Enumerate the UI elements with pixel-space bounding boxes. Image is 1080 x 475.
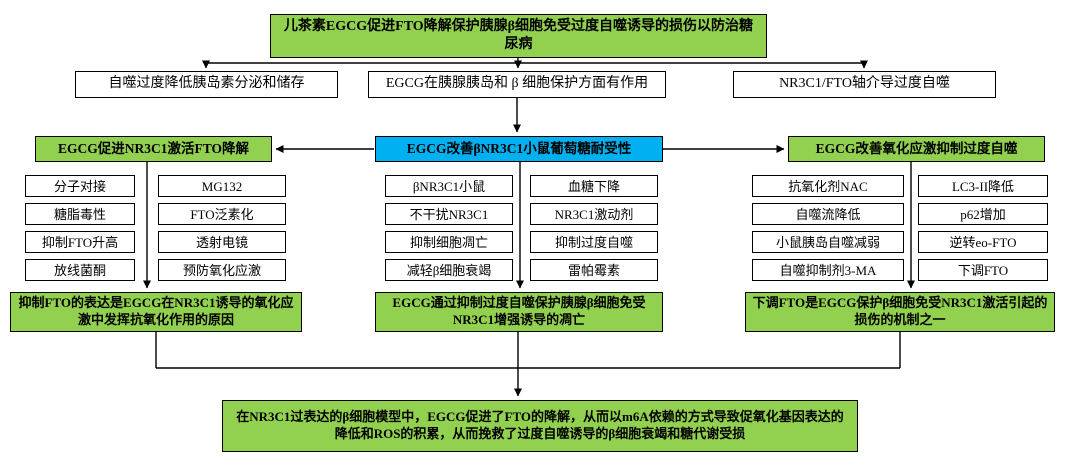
evidence-column: βNR3C1小鼠 不干扰NR3C1 抑制细胞凋亡 减轻β细胞衰竭 [385, 175, 513, 281]
premise-box-egcg-protection: EGCG在胰腺胰岛和 β 细胞保护方面有作用 [368, 71, 666, 98]
evidence-box: 雷帕霉素 [530, 259, 658, 281]
group-header-left: EGCG促进NR3C1激活FTO降解 [35, 136, 272, 162]
evidence-box: NR3C1激动剂 [530, 203, 658, 225]
evidence-box: LC3-II降低 [918, 175, 1048, 197]
evidence-box: 小鼠胰岛自噬减弱 [752, 231, 904, 253]
evidence-box: 糖脂毒性 [25, 203, 135, 225]
evidence-column: 血糖下降 NR3C1激动剂 抑制过度自噬 雷帕霉素 [530, 175, 658, 281]
evidence-box: 抑制细胞凋亡 [385, 231, 513, 253]
evidence-column: 抗氧化剂NAC 自噬流降低 小鼠胰岛自噬减弱 自噬抑制剂3-MA [752, 175, 904, 281]
evidence-column: LC3-II降低 p62增加 逆转eo-FTO 下调FTO [918, 175, 1048, 281]
evidence-box: MG132 [158, 175, 286, 197]
evidence-box: FTO泛素化 [158, 203, 286, 225]
title-box: 儿茶素EGCG促进FTO降解保护胰腺β细胞免受过度自噬诱导的损伤以防治糖尿病 [270, 14, 767, 58]
evidence-box: 放线菌酮 [25, 259, 135, 281]
conclusion-box-middle: EGCG通过抑制过度自噬保护胰腺β细胞免受NR3C1增强诱导的凋亡 [375, 292, 663, 332]
final-conclusion-box: 在NR3C1过表达的β细胞模型中，EGCG促进了FTO的降解，从而以m6A依赖的… [222, 400, 858, 452]
evidence-box: βNR3C1小鼠 [385, 175, 513, 197]
group-header-middle: EGCG改善βNR3C1小鼠葡萄糖耐受性 [375, 136, 663, 162]
evidence-box: 抑制过度自噬 [530, 231, 658, 253]
evidence-column: MG132 FTO泛素化 透射电镜 预防氧化应激 [158, 175, 286, 281]
evidence-column: 分子对接 糖脂毒性 抑制FTO升高 放线菌酮 [25, 175, 135, 281]
conclusion-box-right: 下调FTO是EGCG保护β细胞免受NR3C1激活引起的损伤的机制之一 [745, 292, 1055, 332]
evidence-box: 抑制FTO升高 [25, 231, 135, 253]
evidence-box: 减轻β细胞衰竭 [385, 259, 513, 281]
evidence-box: p62增加 [918, 203, 1048, 225]
evidence-box: 逆转eo-FTO [918, 231, 1048, 253]
evidence-box: 抗氧化剂NAC [752, 175, 904, 197]
premise-box-autophagy: 自噬过度降低胰岛素分泌和储存 [75, 71, 338, 98]
conclusion-box-left: 抑制FTO的表达是EGCG在NR3C1诱导的氧化应激中发挥抗氧化作用的原因 [10, 292, 302, 332]
evidence-box: 血糖下降 [530, 175, 658, 197]
evidence-box: 透射电镜 [158, 231, 286, 253]
group-header-right: EGCG改善氧化应激抑制过度自噬 [788, 136, 1045, 162]
evidence-box: 自噬流降低 [752, 203, 904, 225]
evidence-box: 不干扰NR3C1 [385, 203, 513, 225]
evidence-box: 自噬抑制剂3-MA [752, 259, 904, 281]
evidence-box: 下调FTO [918, 259, 1048, 281]
premise-box-nr3c1-fto-axis: NR3C1/FTO轴介导过度自噬 [733, 71, 996, 98]
evidence-box: 预防氧化应激 [158, 259, 286, 281]
evidence-box: 分子对接 [25, 175, 135, 197]
